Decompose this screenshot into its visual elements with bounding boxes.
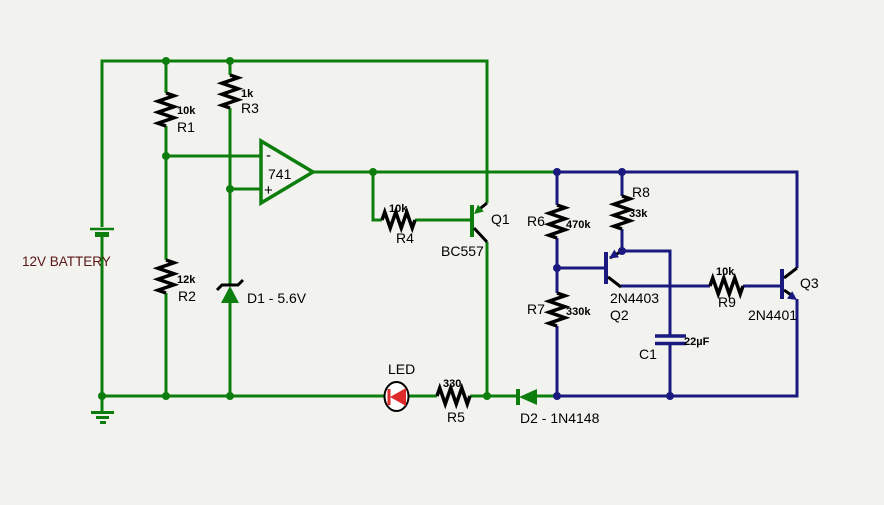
- resistor-r2-value: 12k: [177, 274, 196, 286]
- opamp-741-symbol: [259, 137, 317, 207]
- resistor-r9: [708, 276, 745, 296]
- resistor-r7: [547, 291, 567, 328]
- resistor-r3: [220, 73, 240, 110]
- resistor-r6-name: R6: [527, 213, 545, 229]
- resistor-r3-name: R3: [241, 100, 259, 116]
- resistor-r2: [156, 258, 176, 295]
- capacitor-c1-symbol: [655, 334, 686, 346]
- resistor-r2-name: R2: [178, 288, 196, 304]
- resistor-r9-value: 10k: [716, 266, 735, 278]
- resistor-r7-value: 330k: [566, 306, 591, 318]
- transistor-q1-part: BC557: [441, 243, 484, 259]
- blue-section-wires: [555, 170, 799, 398]
- transistor-q3-part: 2N4401: [748, 307, 797, 323]
- diode-d2-symbol: [516, 389, 537, 405]
- resistor-r5-name: R5: [447, 409, 465, 425]
- battery-label: 12V BATTERY: [22, 254, 111, 269]
- opamp-noninverting-pin-label: +: [264, 182, 273, 199]
- resistor-r1-name: R1: [177, 119, 195, 135]
- resistor-r8-value: 33k: [629, 208, 648, 220]
- resistor-r8: [612, 194, 632, 231]
- resistor-r4-name: R4: [396, 230, 414, 246]
- resistor-r8-name: R8: [632, 184, 650, 200]
- junction-dots: [98, 57, 674, 400]
- opamp-name: 741: [268, 166, 292, 182]
- resistor-r1: [156, 91, 176, 128]
- transistor-q2-symbol: [604, 249, 622, 289]
- transistor-q1-symbol: [470, 201, 489, 244]
- capacitor-c1-name: C1: [639, 346, 657, 362]
- resistor-r6-value: 470k: [566, 219, 591, 231]
- resistor-r9-name: R9: [718, 294, 736, 310]
- capacitor-c1-value: 22µF: [684, 336, 710, 348]
- ground-icon: [91, 411, 114, 424]
- resistor-r5-value: 330: [443, 378, 461, 390]
- resistor-r6: [547, 203, 567, 240]
- transistor-q3-symbol: [780, 266, 798, 300]
- resistor-r1-value: 10k: [177, 105, 196, 117]
- opamp-inverting-pin-label: -: [266, 147, 271, 164]
- green-section-wires: [100, 59, 557, 412]
- transistor-q2-part: 2N4403: [610, 290, 659, 306]
- resistor-r3-value: 1k: [241, 88, 254, 100]
- resistor-r4-value: 10k: [389, 203, 408, 215]
- resistor-r5: [435, 386, 472, 406]
- zener-diode-d1-symbol: [215, 278, 245, 303]
- led-label: LED: [388, 361, 415, 377]
- transistor-q1-name: Q1: [491, 211, 510, 227]
- transistor-q2-name: Q2: [610, 307, 629, 323]
- resistor-r7-name: R7: [527, 301, 545, 317]
- transistor-q3-name: Q3: [800, 275, 819, 291]
- led-symbol: [383, 381, 410, 412]
- zener-d1-label: D1 - 5.6V: [247, 290, 307, 306]
- battery-symbol: [90, 227, 114, 237]
- diode-d2-label: D2 - 1N4148: [520, 410, 600, 426]
